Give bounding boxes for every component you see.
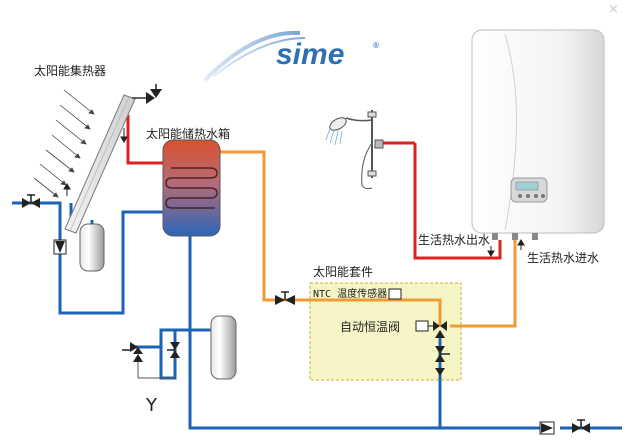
pressure-valve xyxy=(167,342,180,358)
ntc-sensor xyxy=(388,288,402,300)
drain-symbol: Y xyxy=(145,395,158,416)
label-solar-tank: 太阳能储热水箱 xyxy=(146,126,230,141)
check-valve-solar xyxy=(53,239,67,255)
wall-boiler xyxy=(471,29,605,240)
air-vent-valve xyxy=(132,84,162,104)
sunlight-arrows xyxy=(33,89,95,198)
cold-pipes xyxy=(12,201,622,430)
label-ntc-sensor: NTC 温度传感器 xyxy=(313,287,387,300)
flow-arrows xyxy=(63,128,525,257)
inlet-valve-right xyxy=(572,419,590,433)
expansion-vessel-solar xyxy=(79,220,105,272)
registered-mark: ® xyxy=(372,41,380,50)
diverter-valve xyxy=(435,346,450,376)
close-icon[interactable]: × xyxy=(608,2,619,17)
tank-outlet-valve xyxy=(275,291,295,305)
safety-valve xyxy=(122,342,143,362)
label-thermostatic-valve: 自动恒温阀 xyxy=(340,320,400,334)
label-hot-water-out: 生活热水出水 xyxy=(418,233,490,247)
inlet-check-valve xyxy=(539,421,555,435)
sime-logo: sime ® xyxy=(203,30,380,82)
shower-fixture xyxy=(325,110,384,190)
expansion-vessel-cold xyxy=(210,315,237,380)
thermostatic-valve-actuator xyxy=(415,320,433,332)
label-hot-water-in: 生活热水进水 xyxy=(527,251,599,265)
three-way-mixing-valve xyxy=(433,321,447,338)
inlet-valve-left xyxy=(22,194,40,208)
label-solar-kit: 太阳能套件 xyxy=(313,264,373,279)
hot-pipes xyxy=(126,115,502,260)
solar-collector-panel xyxy=(64,94,136,234)
label-solar-collector: 太阳能集热器 xyxy=(34,63,106,78)
solar-storage-tank xyxy=(162,139,221,237)
logo-text: sime xyxy=(276,38,344,71)
